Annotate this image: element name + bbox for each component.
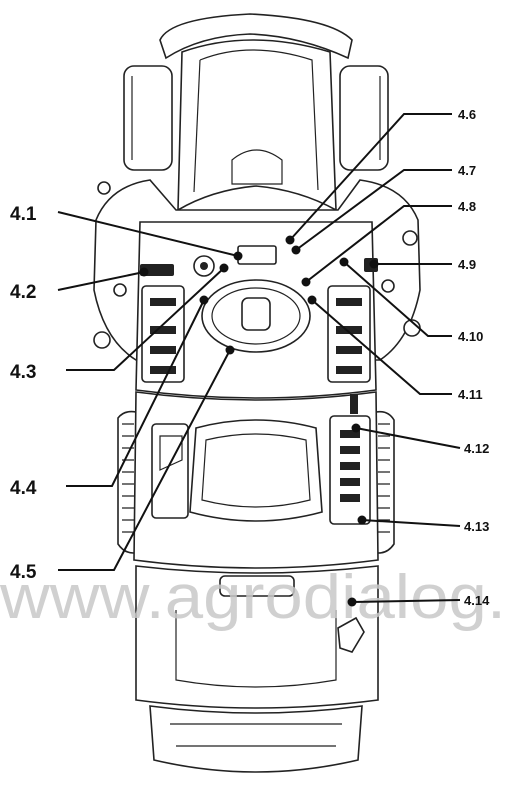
callout-label-4-1: 4.1	[10, 204, 37, 225]
callout-label-4-14: 4.14	[464, 593, 490, 608]
callout-label-4-12: 4.12	[464, 441, 489, 456]
callout-dot-4-8	[301, 277, 311, 287]
callout-label-4-2: 4.2	[10, 282, 36, 303]
callout-label-4-10: 4.10	[458, 329, 483, 344]
callout-dot-4-5	[225, 345, 235, 355]
callout-labels: 4.1 4.2 4.3 4.4 4.5 4.6 4.7 4.8 4.9 4.10…	[10, 107, 490, 608]
callout-label-4-7: 4.7	[458, 163, 476, 178]
callout-dot-4-10	[339, 257, 349, 267]
tractor-outline	[93, 13, 421, 773]
callout-label-4-8: 4.8	[458, 199, 476, 214]
callout-dot-4-7	[291, 245, 301, 255]
callout-dots	[139, 235, 379, 607]
callout-label-4-4: 4.4	[10, 478, 37, 499]
callout-dot-4-13	[357, 515, 367, 525]
callout-dot-4-14	[347, 597, 357, 607]
callout-label-4-3: 4.3	[10, 362, 36, 383]
callout-dot-4-2	[139, 267, 149, 277]
callout-label-4-11: 4.11	[458, 387, 483, 402]
callout-label-4-13: 4.13	[464, 519, 489, 534]
callout-label-4-9: 4.9	[458, 257, 476, 272]
callout-dot-4-11	[307, 295, 317, 305]
callout-label-4-6: 4.6	[458, 107, 476, 122]
leader-lines	[57, 113, 461, 603]
callout-dot-4-4	[199, 295, 209, 305]
callout-label-4-5: 4.5	[10, 562, 37, 583]
callout-dot-4-3	[219, 263, 229, 273]
callout-dot-4-6	[285, 235, 295, 245]
watermark-text: www.agrodialog.	[0, 563, 506, 632]
callout-dot-4-1	[233, 251, 243, 261]
callout-dot-4-12	[351, 423, 361, 433]
callout-dot-4-9	[369, 259, 379, 269]
